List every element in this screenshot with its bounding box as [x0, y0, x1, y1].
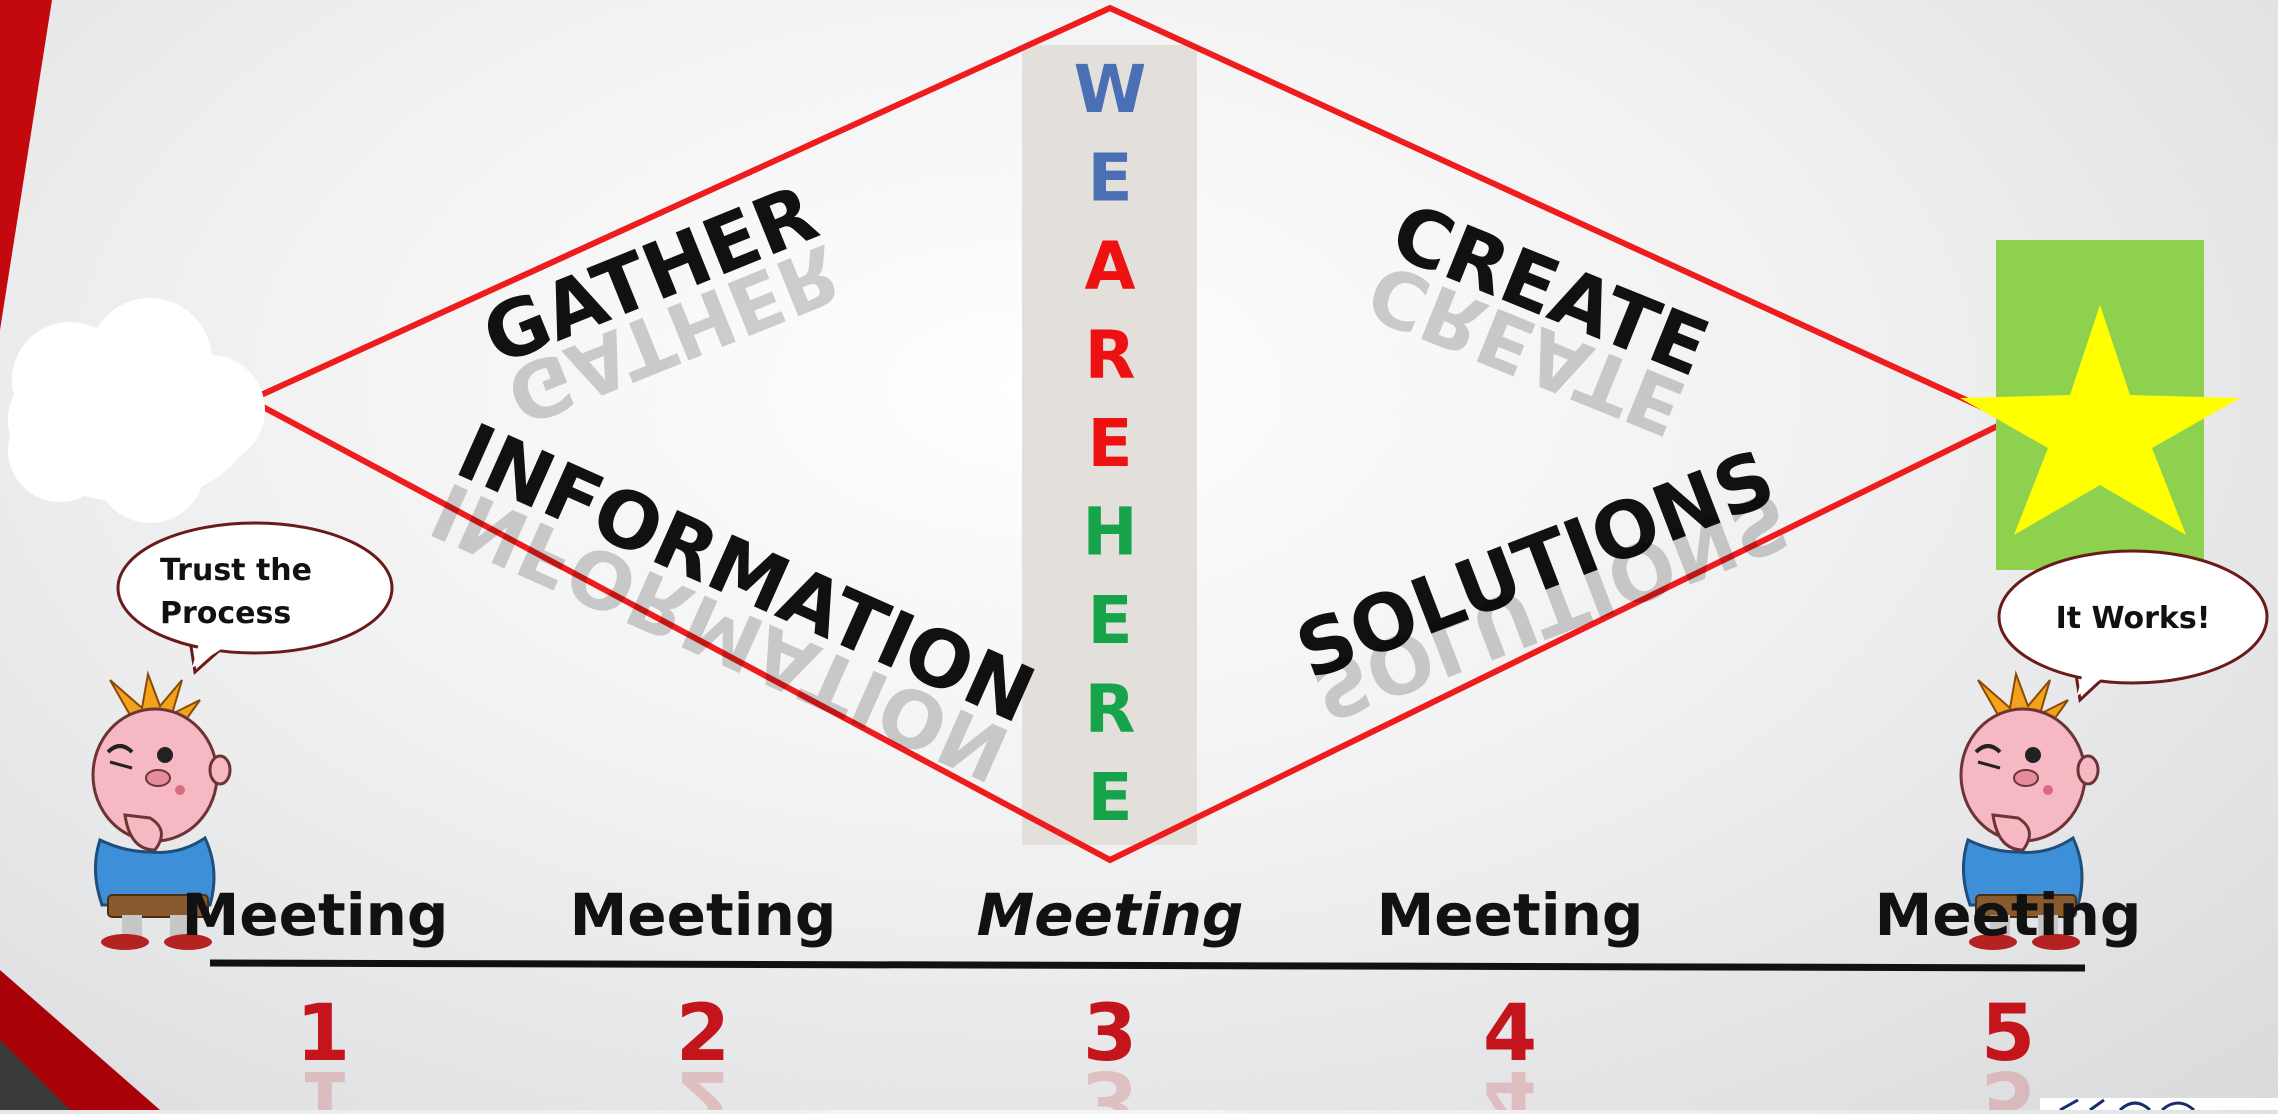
phase-word-solutions-group: SOLUTIONS SOLUTIONS	[1285, 434, 1802, 737]
vertical-letter: E	[1087, 759, 1132, 836]
vertical-letter: H	[1082, 494, 1137, 571]
center-band	[1022, 45, 1197, 845]
vertical-letter: E	[1087, 582, 1132, 659]
speech-bubble-right-text: It Works!	[2056, 601, 2211, 636]
timeline-line	[209, 959, 2086, 972]
vertical-letter: A	[1084, 228, 1135, 305]
meeting-number-reflection: 2	[676, 1053, 730, 1110]
meeting-label: Meeting	[182, 881, 449, 949]
meeting-number-reflection: 4	[1483, 1053, 1537, 1110]
speech-bubble-left-line2: Process	[160, 596, 291, 631]
meeting-label: Meeting	[1875, 881, 2142, 949]
vertical-letter: R	[1085, 317, 1136, 394]
meeting-number-reflection: 3	[1083, 1053, 1137, 1110]
phase-word-information-group: INFORMATION INFORMATION	[419, 407, 1047, 798]
meeting-number: 2	[676, 989, 730, 1079]
corner-accent-bottom-left	[0, 970, 160, 1110]
meeting-number: 5	[1981, 989, 2035, 1079]
meeting-number-reflection: 5	[1981, 1053, 2035, 1110]
meeting-label: Meeting	[570, 881, 837, 949]
vertical-letter: W	[1074, 51, 1147, 128]
vertical-letter: R	[1085, 671, 1136, 748]
speech-bubble-left: Trust the Process	[116, 521, 394, 675]
meeting-label: Meeting	[1377, 881, 1644, 949]
meeting-number: 4	[1483, 989, 1537, 1079]
meeting-number-reflection: 1	[296, 1053, 350, 1110]
speech-bubble-right: It Works!	[1997, 549, 2269, 704]
phase-word-create-group: CREATE CREATE	[1356, 187, 1720, 452]
speech-bubble-left-line1: Trust the	[160, 553, 312, 588]
vertical-letter: E	[1087, 140, 1132, 217]
corner-accent-top-left	[0, 0, 52, 330]
corner-accent-dark	[0, 1040, 70, 1110]
meeting-label: Meeting	[977, 881, 1244, 949]
star-icon	[1960, 305, 2240, 535]
vertical-letter: E	[1087, 405, 1132, 482]
cloud-icon	[8, 298, 265, 523]
meetings-row: Meeting 11 Meeting 22 Meeting 33 Meeting 44 Meet…	[182, 881, 2142, 1114]
meeting-number: 1	[296, 989, 350, 1079]
meeting-number: 3	[1083, 989, 1137, 1079]
partial-logo	[2040, 1098, 2278, 1112]
